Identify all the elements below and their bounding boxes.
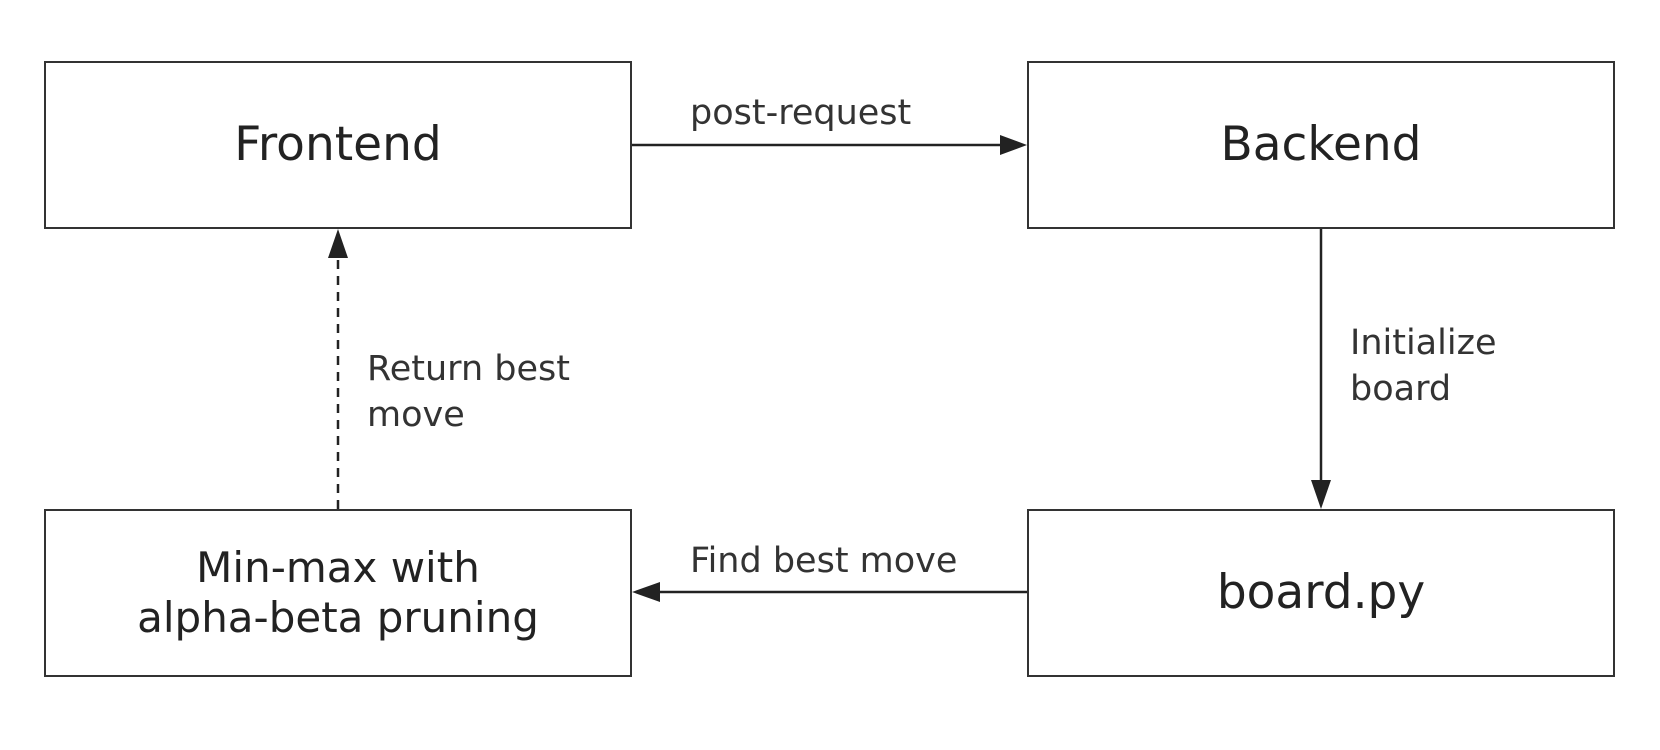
node-backend-label: Backend <box>1220 116 1422 172</box>
edge-label-initialize-board: Initialize board <box>1350 323 1497 410</box>
arrowhead-find-best-move <box>632 582 660 602</box>
arrowhead-post-request <box>1000 135 1027 155</box>
node-frontend: Frontend <box>44 61 632 229</box>
edge-label-find-best-move: Find best move <box>690 541 958 581</box>
node-board: board.py <box>1027 509 1615 677</box>
node-board-label: board.py <box>1216 564 1426 620</box>
arrowhead-return-best-move <box>328 229 348 258</box>
edge-label-post-request: post-request <box>690 93 912 133</box>
node-backend: Backend <box>1027 61 1615 229</box>
node-minmax: Min-max with alpha-beta pruning <box>44 509 632 677</box>
edge-label-return-best-move: Return best move <box>367 349 570 436</box>
node-frontend-label: Frontend <box>234 116 442 172</box>
arrowhead-initialize-board <box>1311 480 1331 509</box>
node-minmax-label: Min-max with alpha-beta pruning <box>137 542 539 642</box>
